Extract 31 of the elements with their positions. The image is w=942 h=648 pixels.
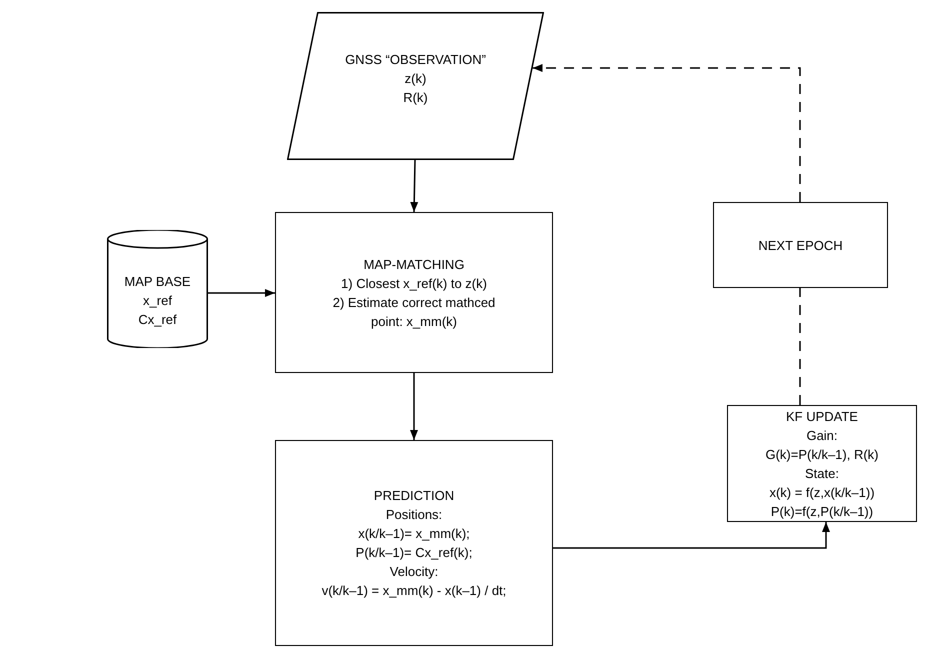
- box-title: MAP BASE: [124, 273, 191, 291]
- arrow: [208, 289, 275, 297]
- box-text: P(k)=f(z,P(k/k–1)): [770, 502, 874, 520]
- box-text: R(k): [403, 89, 428, 107]
- box-title: GNSS “OBSERVATION”: [345, 51, 486, 69]
- box-text: Positions:: [386, 506, 442, 524]
- box-text: x_ref: [143, 292, 172, 310]
- box-text: P(k/k–1)= Cx_ref(k);: [356, 544, 472, 562]
- box-text: Gain:: [806, 426, 838, 444]
- process-box: [275, 440, 553, 646]
- box-text: G(k)=P(k/k–1), R(k): [765, 446, 879, 464]
- box-text: x(k/k–1)= x_mm(k);: [358, 525, 470, 543]
- process-box: [275, 212, 553, 373]
- box-text: 2) Estimate correct mathced point: x_mm(k): [332, 294, 496, 330]
- dashed-arrow: [532, 64, 801, 202]
- process-box: [713, 202, 888, 288]
- process-box: [727, 405, 917, 522]
- box-text: Velocity:: [390, 563, 438, 581]
- box-title: KF UPDATE: [786, 408, 858, 426]
- box-title: MAP-MATCHING: [364, 256, 464, 274]
- arrow: [553, 522, 830, 549]
- box-title: PREDICTION: [374, 487, 454, 505]
- box-text: Cx_ref: [138, 311, 177, 329]
- box-text: z(k): [404, 70, 426, 88]
- arrow: [410, 373, 418, 440]
- box-text: v(k/k–1) = x_mm(k) - x(k–1) / dt;: [322, 582, 506, 600]
- box-title: NEXT EPOCH: [758, 236, 843, 254]
- box-text: x(k) = f(z,x(k/k–1)): [769, 484, 875, 502]
- box-text: 1) Closest x_ref(k) to z(k): [341, 274, 487, 292]
- box-text: State:: [805, 464, 839, 482]
- arrow: [410, 160, 418, 212]
